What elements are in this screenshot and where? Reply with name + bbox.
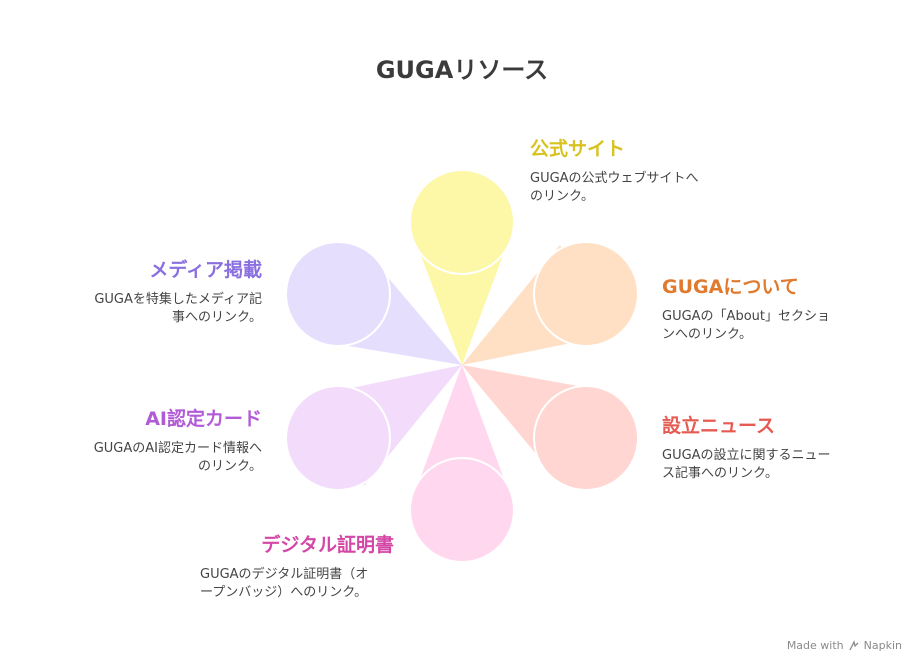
node-desc-line: ス記事へのリンク。: [662, 466, 778, 481]
petal-media-circle: [285, 241, 391, 347]
petal-ai-card: [285, 365, 462, 491]
node-desc-news: GUGAの設立に関するニュー ス記事へのリンク。: [662, 447, 872, 483]
diagram-title: GUGAリソース: [375, 56, 549, 84]
node-desc-line: 事へのリンク。: [172, 310, 262, 325]
node-desc-official: GUGAの公式ウェブサイトへ のリンク。: [530, 170, 740, 206]
petal-news: [462, 365, 639, 491]
node-desc-line: GUGAの「About」セクショ: [662, 309, 830, 324]
node-desc-media: GUGAを特集したメディア記 事へのリンク。: [40, 291, 262, 327]
node-desc-line: のリンク。: [530, 189, 594, 204]
node-desc-line: ンへのリンク。: [662, 327, 752, 342]
petal-cert-circle: [409, 457, 515, 563]
petal-about: [462, 241, 639, 365]
node-title-cert: デジタル証明書: [261, 534, 394, 556]
node-title-ai-card: AI認定カード: [145, 408, 262, 430]
petal-official-circle: [409, 169, 515, 275]
node-desc-ai-card: GUGAのAI認定カード情報へ のリンク。: [40, 440, 262, 476]
node-desc-about: GUGAの「About」セクショ ンへのリンク。: [662, 308, 872, 344]
petal-about-circle: [533, 241, 639, 347]
napkin-attribution[interactable]: Made with Napkin: [787, 639, 902, 652]
node-title-media: メディア掲載: [149, 259, 262, 281]
node-desc-line: ープンバッジ）へのリンク。: [200, 585, 368, 600]
petal-news-circle: [533, 385, 639, 491]
node-desc-cert: GUGAのデジタル証明書（オ ープンバッジ）へのリンク。: [200, 566, 410, 602]
node-desc-line: GUGAのデジタル証明書（オ: [200, 567, 369, 582]
node-desc-line: GUGAのAI認定カード情報へ: [93, 441, 262, 456]
node-desc-line: GUGAを特集したメディア記: [94, 292, 262, 307]
node-desc-line: GUGAの設立に関するニュー: [662, 448, 831, 463]
footer-text: Made with: [786, 639, 844, 652]
napkin-logo-icon: [849, 639, 859, 650]
node-desc-line: GUGAの公式ウェブサイトへ: [530, 171, 699, 186]
petal-media: [285, 241, 462, 365]
petal-cert: [409, 365, 515, 563]
petal-ai-card-circle: [285, 385, 391, 491]
node-desc-line: のリンク。: [198, 459, 262, 474]
node-title-about: GUGAについて: [662, 276, 799, 298]
footer-brand: Napkin: [863, 639, 902, 652]
node-title-official: 公式サイト: [530, 138, 626, 160]
node-title-news: 設立ニュース: [662, 415, 776, 437]
petal-official: [409, 169, 515, 365]
